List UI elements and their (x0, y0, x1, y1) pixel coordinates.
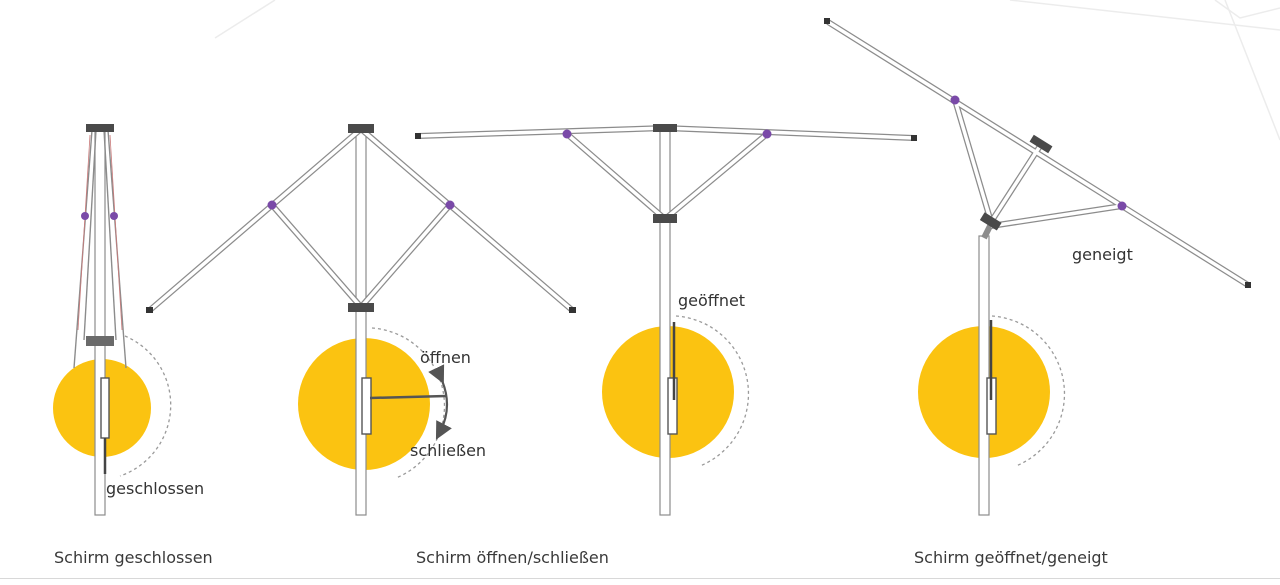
rotation-arc (119, 335, 172, 477)
umbrella-pole (978, 235, 990, 516)
caption-open-close: Schirm öffnen/schließen (416, 548, 609, 567)
runner (979, 212, 1002, 231)
crank-housing (361, 377, 372, 435)
rib-tip-left (824, 18, 830, 24)
label-close: schließen (410, 441, 486, 460)
umbrella-pole (94, 129, 106, 516)
rotation-arc (991, 315, 1066, 467)
background-decoration (214, 0, 1280, 141)
joint-left (950, 95, 960, 105)
panel-tilted: geneigt (824, 18, 1251, 516)
joint-left (562, 129, 572, 139)
joint-left (267, 200, 277, 210)
rotation-arrow (428, 364, 452, 440)
caption-opened-tilted: Schirm geöffnet/geneigt (914, 548, 1108, 567)
label-closed: geschlossen (106, 479, 204, 498)
panel-closed: geschlossen (53, 124, 204, 516)
label-tilted: geneigt (1072, 245, 1133, 264)
top-cap (653, 124, 677, 132)
joint-right (1117, 201, 1127, 211)
rib-tip-right (569, 307, 576, 313)
label-opened: geöffnet (678, 291, 745, 310)
closed-ribs-accent (77, 134, 123, 331)
divider (0, 578, 1280, 579)
joint-left (81, 212, 89, 220)
rib-tip-right (1245, 282, 1251, 288)
panel-opened: geöffnet (415, 124, 917, 516)
umbrella-pole (355, 127, 367, 516)
runner (86, 336, 114, 346)
joint-right (445, 200, 455, 210)
umbrella-pole (659, 125, 671, 516)
joint-right (110, 212, 118, 220)
crank-housing (667, 377, 678, 435)
rib-tip-right (911, 135, 917, 141)
rib-tip-left (146, 307, 153, 313)
joint-right (762, 129, 772, 139)
top-cap (1029, 134, 1053, 154)
runner (653, 214, 677, 223)
top-cap (86, 124, 114, 132)
label-open: öffnen (420, 348, 471, 367)
runner (348, 303, 374, 312)
crank-housing (100, 377, 110, 439)
caption-closed: Schirm geschlossen (54, 548, 213, 567)
rotation-arc (675, 315, 750, 467)
panel-opening: öffnen schließen (146, 124, 576, 516)
rib-tip-left (415, 133, 421, 139)
top-cap (348, 124, 374, 133)
